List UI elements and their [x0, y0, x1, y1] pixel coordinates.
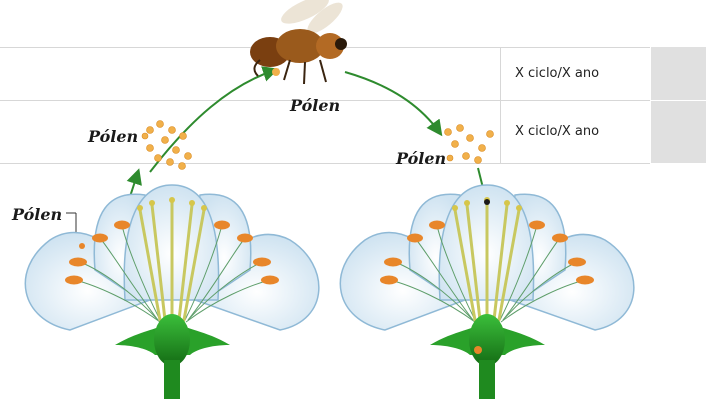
right-flower — [340, 185, 634, 399]
left-flower — [25, 185, 319, 399]
bee — [250, 0, 347, 84]
pollen-cloud-left — [142, 121, 192, 170]
pollen-label-left-cloud: Pólen — [88, 127, 138, 146]
pollen-label-left-flower: Pólen — [12, 205, 62, 224]
pollen-label-bee: Pólen — [290, 96, 340, 115]
arrow-from-bee — [345, 72, 440, 133]
pollen-label-right-cloud: Pólen — [396, 149, 446, 168]
pollen-cloud-right — [445, 125, 494, 164]
arrow-to-bee — [150, 70, 275, 172]
